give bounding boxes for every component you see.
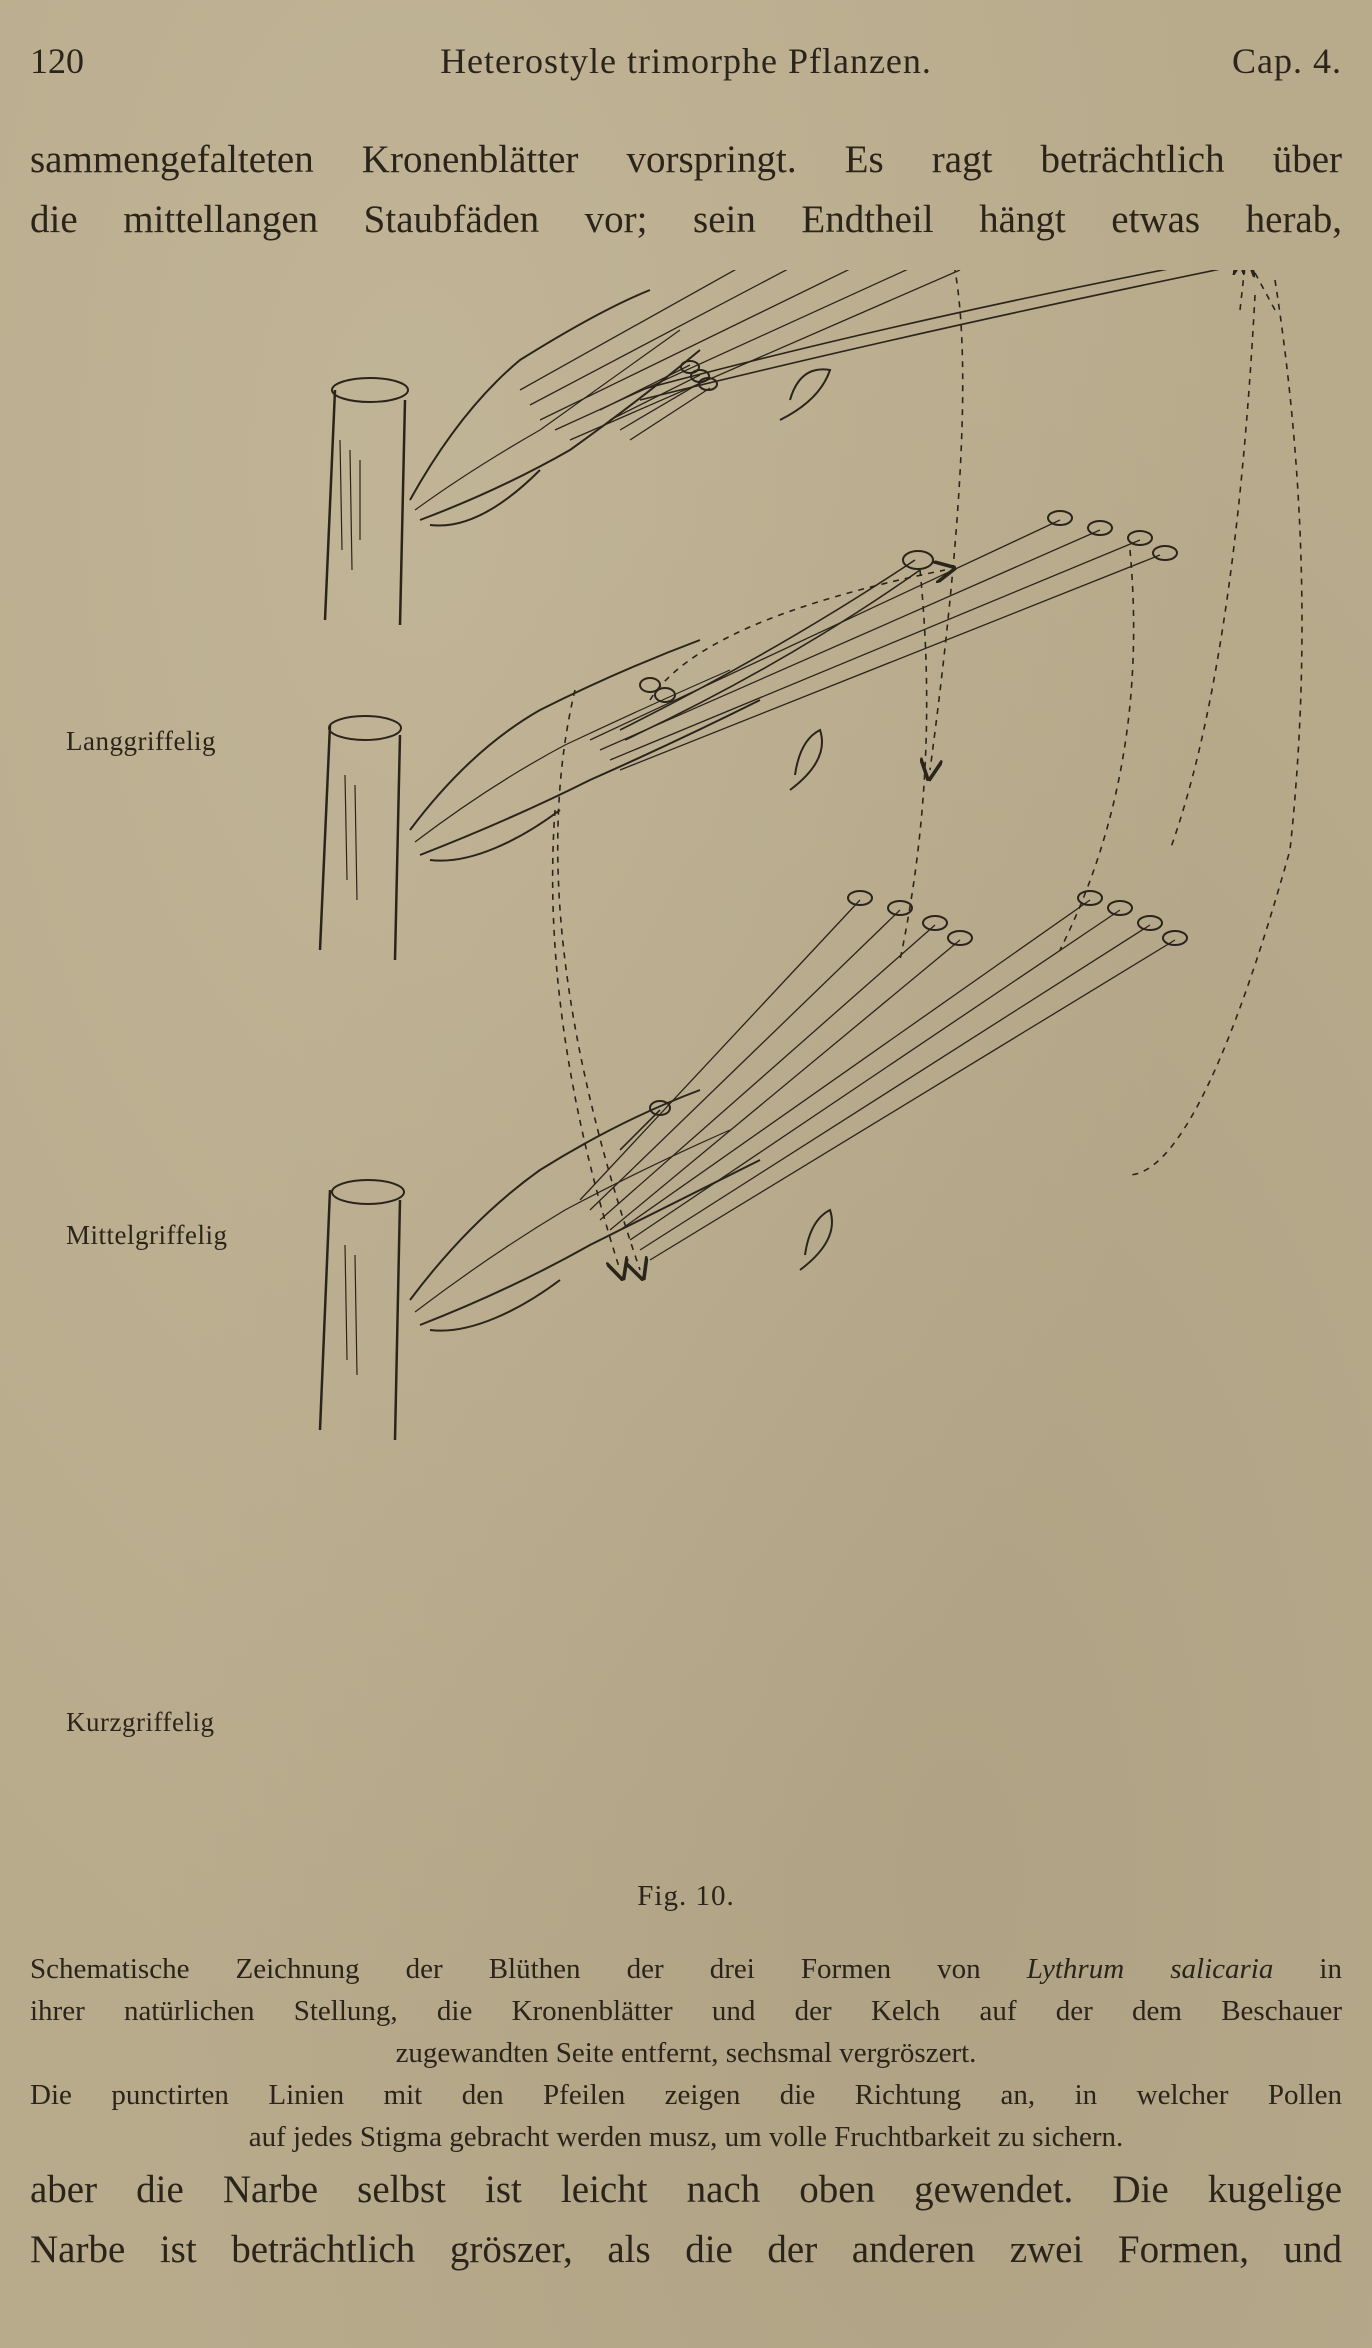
- flower-long-styled: [323, 270, 1220, 626]
- caption-line1-end: in: [1273, 1953, 1342, 1985]
- flower-short-styled: [318, 890, 1188, 1441]
- flower-illustration: [318, 270, 1303, 1441]
- text-line: aber die Narbe selbst ist leicht nach ob…: [30, 2168, 1342, 2211]
- figure-lythrum-flowers: Langgriffelig Mittelgriffelig Kurzgriffe…: [0, 270, 1372, 1830]
- pollen-arrows: [551, 270, 1303, 1270]
- figure-number: Fig. 10.: [637, 1880, 735, 1912]
- caption-line-2: ihrer natürlichen Stellung, die Kronenbl…: [30, 1995, 1342, 2027]
- text-line: Narbe ist beträchtlich gröszer, als die …: [30, 2228, 1342, 2271]
- label-langgriffelig: Langgriffelig: [66, 726, 216, 756]
- flower-mid-styled: [318, 510, 1178, 961]
- caption-line-5: auf jedes Stigma gebracht werden musz, u…: [248, 2121, 1124, 2153]
- caption-line-1: Schematische Zeichnung der Blüthen der d…: [30, 1948, 1342, 1990]
- running-title: Heterostyle trimorphe Pflanzen.: [440, 41, 932, 81]
- label-mittelgriffelig: Mittelgriffelig: [66, 1220, 228, 1250]
- label-kurzgriffelig: Kurzgriffelig: [66, 1707, 215, 1737]
- body-text-bottom: aber die Narbe selbst ist leicht nach ob…: [30, 2160, 1342, 2280]
- text-line: die mittellangen Staubfäden vor; sein En…: [30, 198, 1342, 241]
- running-header: 120 Heterostyle trimorphe Pflanzen. Cap.…: [30, 40, 1342, 90]
- caption-line1-start: Schematische Zeichnung der Blüthen der d…: [30, 1953, 1027, 1985]
- figure-caption: Schematische Zeichnung der Blüthen der d…: [30, 1948, 1342, 2158]
- chapter-label: Cap. 4.: [1232, 41, 1342, 81]
- text-line: sammengefalteten Kronenblätter vorspring…: [30, 138, 1342, 181]
- species-name: Lythrum salicaria: [1026, 1953, 1274, 1985]
- page-number: 120: [30, 41, 84, 81]
- caption-line-4: Die punctirten Linien mit den Pfeilen ze…: [30, 2079, 1342, 2111]
- caption-line-3: zugewandten Seite entfernt, sechsmal ver…: [395, 2037, 977, 2069]
- body-text-top: sammengefalteten Kronenblätter vorspring…: [30, 130, 1342, 250]
